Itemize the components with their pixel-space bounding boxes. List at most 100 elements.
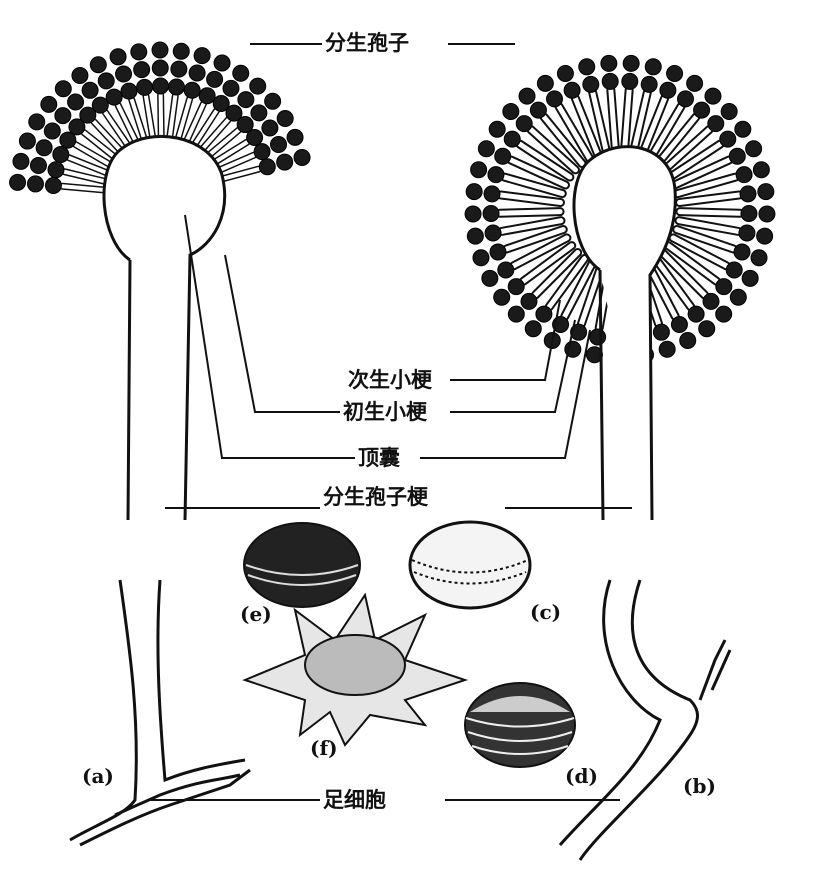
sterigma (647, 104, 684, 161)
conidium (686, 74, 704, 92)
spore-c (408, 520, 532, 610)
conidium (720, 103, 738, 121)
conidium (97, 72, 115, 90)
panel-label-a: (a) (82, 764, 114, 788)
conidium (601, 72, 619, 90)
sterigma (541, 114, 585, 167)
conidium (213, 54, 231, 72)
conidium (466, 227, 484, 245)
conidium (130, 43, 148, 61)
conidium (546, 90, 564, 108)
leader-lines (150, 43, 632, 801)
spore-f (242, 592, 469, 747)
conidium (494, 147, 512, 165)
sterigma (639, 96, 668, 157)
conidium (738, 224, 756, 242)
conidium (740, 204, 758, 222)
conidium (757, 183, 775, 201)
conidium (91, 96, 109, 114)
conidium (59, 131, 77, 149)
conidium (71, 66, 89, 84)
sterigma (670, 235, 729, 269)
sterigma (504, 227, 566, 252)
sterigma (532, 250, 581, 298)
conidium (35, 139, 53, 157)
conidium (250, 104, 268, 122)
conidium (702, 292, 720, 310)
label-conidia: 分生孢子 (322, 30, 412, 56)
conidium (105, 88, 123, 106)
right-foot-cell (558, 579, 732, 861)
conidium (246, 128, 264, 146)
conidium (676, 90, 694, 108)
sterigma (546, 255, 588, 310)
conidium (758, 205, 776, 223)
conidium (687, 305, 705, 323)
sterigma (73, 142, 117, 170)
conidium (89, 56, 107, 74)
spore-d (464, 682, 576, 768)
conidium (578, 58, 596, 76)
conidium (276, 153, 294, 171)
conidium (502, 103, 520, 121)
conidium (236, 116, 254, 134)
sterigma (556, 104, 593, 161)
sterigma (677, 192, 742, 206)
conidium (264, 92, 282, 110)
conidium (40, 95, 58, 113)
conidium (120, 82, 138, 100)
conidium (115, 65, 133, 83)
conidium (109, 48, 127, 66)
conidium (518, 87, 536, 105)
conidium (18, 132, 36, 150)
sterigma (129, 97, 148, 145)
conidium (621, 72, 639, 90)
sterigma (572, 96, 601, 157)
sterigma (528, 127, 578, 173)
sterigma (182, 101, 206, 147)
label-primary-sterigmata: 初生小梗 (340, 399, 430, 425)
conidium (515, 115, 533, 133)
sterigma (578, 264, 604, 327)
conidium (719, 130, 737, 148)
panel-label-b: (b) (683, 774, 716, 798)
conidium (728, 147, 746, 165)
conidium (270, 136, 288, 154)
sterigma (103, 110, 133, 152)
conidium (183, 81, 201, 99)
conidium (640, 75, 658, 93)
left-vesicle (102, 134, 227, 521)
conidium (600, 54, 618, 72)
conidium (582, 75, 600, 93)
conidium (52, 145, 70, 163)
conidium (520, 292, 538, 310)
sterigma (498, 192, 563, 206)
conidium (536, 74, 554, 92)
sterigma (511, 235, 570, 269)
conidium (666, 65, 684, 83)
sterigma (562, 260, 595, 320)
conidium (644, 58, 662, 76)
conidium (507, 278, 525, 296)
conidium (172, 42, 190, 60)
conidium (484, 224, 502, 242)
conidium (170, 60, 188, 78)
conidium (28, 113, 46, 131)
right-vesicle (572, 145, 677, 521)
conidium (44, 177, 62, 195)
conidium (739, 185, 757, 203)
conidium (570, 323, 588, 341)
sterigma (674, 227, 736, 252)
conidium (733, 243, 751, 261)
conidium (658, 340, 676, 358)
conidium (488, 120, 506, 138)
conidium (133, 61, 151, 79)
label-secondary-sterigmata: 次生小梗 (345, 367, 435, 393)
conidium (151, 77, 169, 95)
conidium (481, 269, 499, 287)
conidium (258, 158, 276, 176)
conidium (232, 64, 250, 82)
conidium (79, 106, 97, 124)
